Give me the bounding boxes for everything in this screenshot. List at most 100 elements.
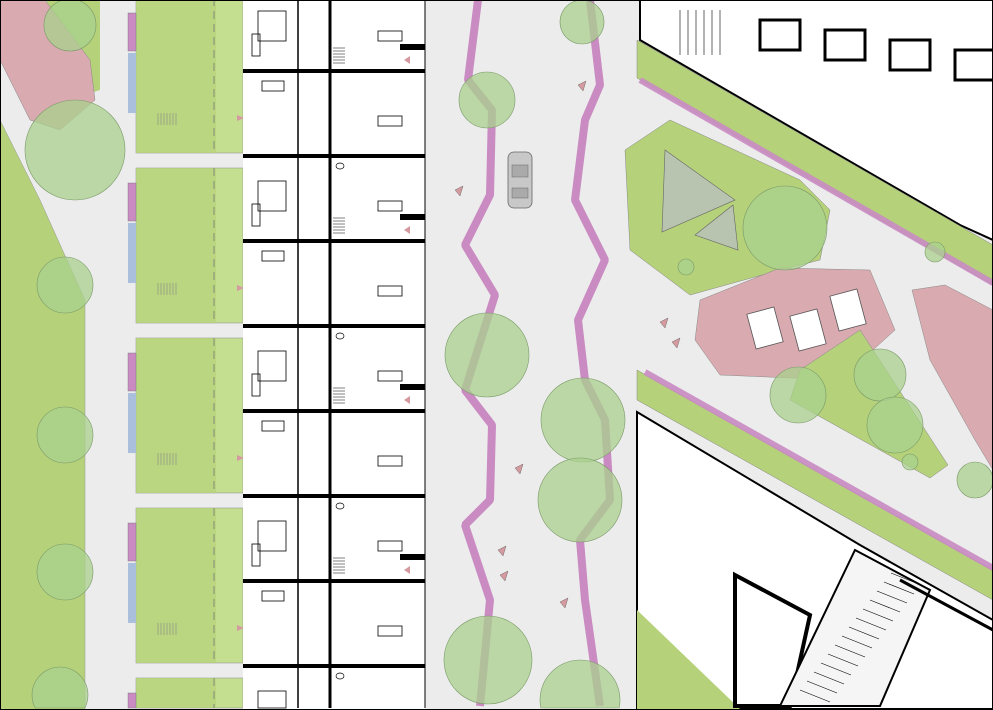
purple-path-east	[571, 0, 614, 707]
rain-channel	[128, 223, 136, 283]
rain-channel	[128, 563, 136, 623]
tree-icon	[443, 615, 533, 705]
tree-icon	[539, 659, 621, 709]
stair-tread	[848, 626, 880, 640]
garden-lawn	[136, 508, 216, 663]
right-play-area	[911, 284, 993, 471]
rain-channel	[128, 53, 136, 113]
top-right-building	[639, 0, 993, 242]
dining-table-icon	[261, 420, 285, 432]
table-icon	[377, 200, 403, 212]
table-icon	[377, 285, 403, 297]
entrance-marker-icon	[237, 115, 244, 121]
toilet-icon	[335, 672, 345, 680]
bike-shelter	[127, 522, 137, 562]
tree-icon	[866, 396, 924, 454]
tree-icon	[924, 241, 946, 263]
entrance-marker-icon	[237, 625, 244, 631]
garden-lawn	[136, 678, 216, 708]
tree-icon	[540, 377, 626, 463]
stair-core	[778, 548, 932, 707]
dining-table-icon	[261, 250, 285, 262]
bed-icon	[257, 350, 287, 382]
toilet-icon	[335, 162, 345, 170]
tree-icon	[458, 71, 516, 129]
person-figure-icon	[514, 463, 524, 475]
table-icon	[377, 115, 403, 127]
stair-tread	[827, 653, 859, 667]
tree-icon	[677, 258, 695, 276]
tree-icon	[36, 543, 94, 601]
bed-icon	[257, 690, 287, 709]
dining-table-icon	[261, 80, 285, 92]
stair-tread	[883, 581, 915, 595]
entrance-marker-icon	[404, 396, 410, 404]
toilet-icon	[335, 332, 345, 340]
apartment-room	[823, 28, 867, 62]
garden-lawn	[136, 168, 216, 323]
table-icon	[377, 540, 403, 552]
picnic-table-icon	[746, 306, 784, 350]
shade-sail-large	[661, 149, 736, 233]
bottom-green-wedge	[637, 610, 740, 709]
person-figure-icon	[499, 570, 509, 582]
garden-lawn	[136, 0, 216, 153]
sofa-icon	[251, 373, 261, 397]
tree-icon	[36, 256, 94, 314]
entrance-marker-icon	[404, 226, 410, 234]
apartment-room	[758, 18, 802, 52]
stair-tread	[806, 680, 838, 694]
table-icon	[377, 370, 403, 382]
person-figure-icon	[659, 317, 669, 329]
picnic-table-icon	[829, 288, 867, 332]
picnic-table-icon	[789, 308, 827, 352]
tree-icon	[559, 0, 605, 45]
stair-tread	[799, 689, 831, 703]
stair-tread	[813, 671, 845, 685]
apartment-room	[953, 48, 993, 82]
tree-icon	[956, 461, 993, 499]
stair-tread	[841, 635, 873, 649]
entrance-marker-icon	[404, 56, 410, 64]
tree-icon	[537, 457, 623, 543]
stair-tread	[869, 599, 901, 613]
tree-icon	[769, 366, 827, 424]
apartment-room	[888, 38, 932, 72]
entry-wall	[400, 554, 425, 560]
shade-sail-small	[694, 204, 739, 251]
tree-icon	[43, 0, 97, 52]
dining-table-icon	[261, 590, 285, 602]
stair-tread	[855, 617, 887, 631]
person-figure-icon	[497, 545, 507, 557]
sofa-icon	[251, 203, 261, 227]
table-icon	[377, 625, 403, 637]
bike-shelter	[127, 692, 137, 709]
garden-lawn	[136, 338, 216, 493]
stair-tread	[820, 662, 852, 676]
parked-car	[507, 151, 533, 209]
bed-icon	[257, 520, 287, 552]
bed-icon	[257, 180, 287, 212]
diagonal-green-band-top	[636, 39, 993, 286]
tree-icon	[853, 348, 907, 402]
tree-icon	[901, 453, 919, 471]
tree-icon	[31, 666, 89, 709]
interior-wall	[899, 578, 993, 632]
stair-tread	[862, 608, 894, 622]
toilet-icon	[335, 502, 345, 510]
stair-tread	[890, 572, 922, 586]
bike-shelter	[127, 12, 137, 52]
tree-icon	[444, 312, 530, 398]
bike-shelter	[127, 352, 137, 392]
tree-icon	[24, 99, 126, 201]
table-icon	[377, 30, 403, 42]
tree-icon	[36, 406, 94, 464]
table-icon	[377, 455, 403, 467]
person-figure-icon	[454, 185, 464, 197]
rain-channel	[128, 393, 136, 453]
entrance-marker-icon	[404, 566, 410, 574]
entrance-marker-icon	[237, 455, 244, 461]
sofa-icon	[251, 543, 261, 567]
row-houses-block	[243, 0, 425, 710]
